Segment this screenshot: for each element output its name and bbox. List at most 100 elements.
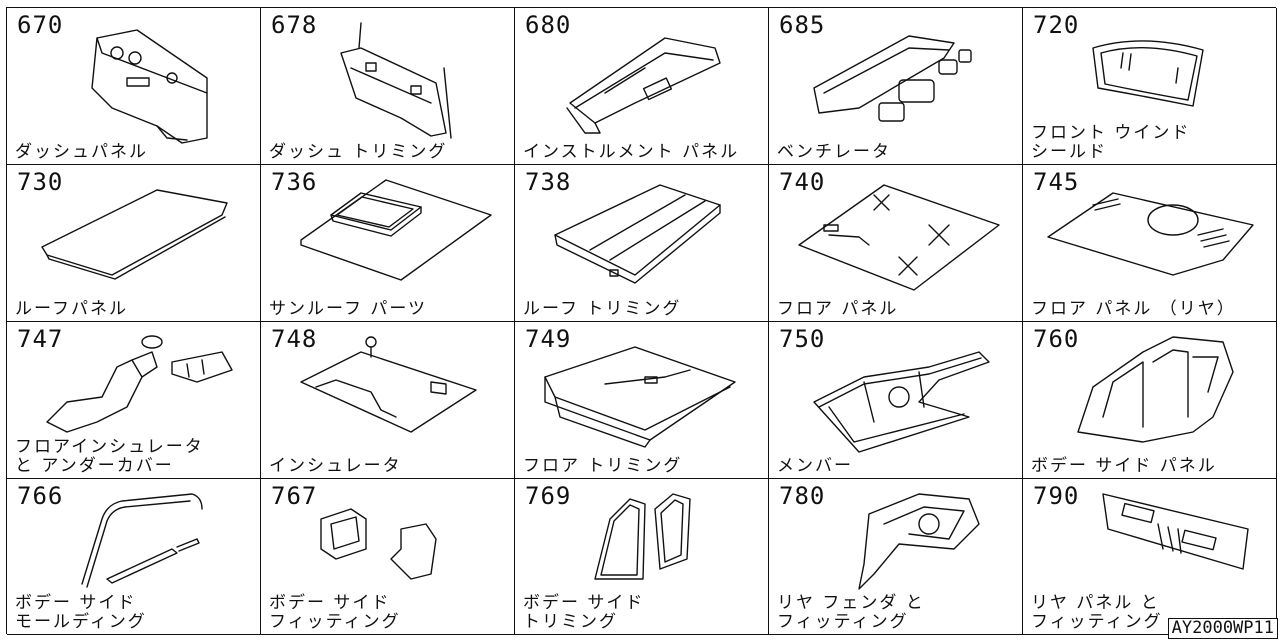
part-code: 678: [271, 11, 318, 39]
side-fitting-icon: [320, 508, 437, 580]
member-frame-icon: [813, 351, 990, 453]
part-name-line: フィッティング: [1031, 612, 1163, 632]
part-cell-680[interactable]: 680 インストルメント パネル: [515, 8, 769, 165]
windshield-icon: [1092, 40, 1204, 107]
part-cell-738[interactable]: 738 ルーフ トリミング: [515, 165, 769, 322]
part-cell-760[interactable]: 760 ボデー サイド パネル: [1023, 322, 1277, 479]
part-name: フロント ウインドシールド: [1031, 124, 1190, 162]
part-name-line: フィッティング: [777, 612, 909, 632]
part-name: ダッシュパネル: [15, 143, 148, 162]
part-name-line: フロアインシュレータ: [15, 437, 204, 457]
insulator-icon: [300, 336, 477, 433]
part-name-line: フロア パネル （リヤ）: [1031, 299, 1236, 319]
part-name: リヤ フェンダ とフィッティング: [777, 594, 925, 632]
rear-floor-panel-icon: [1047, 192, 1254, 276]
part-code: 767: [271, 482, 318, 510]
floor-insulator-icon: [46, 335, 233, 433]
part-name-line: フィッティング: [269, 612, 401, 632]
part-code: 740: [779, 168, 826, 196]
part-name: インストルメント パネル: [523, 143, 739, 162]
part-name-line: ボデー サイド パネル: [1031, 456, 1217, 476]
part-name: ボデー サイドトリミング: [523, 594, 644, 632]
part-name-line: ダッシュ トリミング: [269, 142, 448, 162]
part-name: ルーフ トリミング: [523, 300, 681, 319]
part-name-line: ルーフ トリミング: [523, 299, 682, 319]
part-cell-767[interactable]: 767 ボデー サイドフィッティング: [261, 479, 515, 635]
side-molding-icon: [81, 493, 203, 588]
part-code: 748: [271, 325, 318, 353]
part-name: フロア パネル （リヤ）: [1031, 300, 1236, 319]
part-name: インシュレータ: [269, 457, 402, 476]
part-code: 780: [779, 482, 826, 510]
rear-panel-icon: [1102, 493, 1249, 570]
part-name: ルーフパネル: [15, 300, 128, 319]
part-name: フロア トリミング: [523, 457, 682, 476]
part-code: 680: [525, 11, 572, 39]
part-code: 760: [1033, 325, 1080, 353]
part-code: 685: [779, 11, 826, 39]
part-name-line: サンルーフ パーツ: [269, 299, 428, 319]
part-name: ボデー サイドモールディング: [15, 594, 147, 632]
part-name: フロア パネル: [777, 300, 898, 319]
part-code: 720: [1033, 11, 1080, 39]
part-name: ダッシュ トリミング: [269, 143, 447, 162]
part-code: 766: [17, 482, 64, 510]
part-code: 670: [17, 11, 64, 39]
rear-fender-icon: [858, 493, 980, 590]
part-name-line: モールディング: [15, 612, 147, 632]
part-name: メンバー: [777, 457, 853, 476]
part-name-line: フロア トリミング: [523, 456, 683, 476]
part-name: リヤ パネル とフィッティング: [1031, 594, 1163, 632]
part-name: サンルーフ パーツ: [269, 300, 427, 319]
dash-trimming-icon: [340, 22, 452, 139]
floor-panel-icon: [798, 184, 1000, 291]
part-code: 738: [525, 168, 572, 196]
sunroof-icon: [300, 179, 492, 281]
part-name-line: シールド: [1031, 142, 1107, 162]
part-name: フロアインシュレータと アンダーカバー: [15, 438, 204, 476]
part-name-line: メンバー: [777, 456, 853, 476]
part-cell-736[interactable]: 736 サンルーフ パーツ: [261, 165, 515, 322]
part-code: 730: [17, 168, 64, 196]
part-cell-748[interactable]: 748 インシュレータ: [261, 322, 515, 479]
part-name-line: ベンチレータ: [777, 142, 891, 162]
part-code: 750: [779, 325, 826, 353]
part-name-line: ルーフパネル: [15, 299, 128, 319]
part-cell-678[interactable]: 678 ダッシュ トリミング: [261, 8, 515, 165]
part-name-line: リヤ パネル と: [1031, 593, 1160, 613]
part-name-line: と アンダーカバー: [15, 456, 174, 476]
part-code: 745: [1033, 168, 1080, 196]
roof-panel-icon: [41, 189, 228, 280]
body-side-panel-icon: [1077, 336, 1234, 443]
part-cell-730[interactable]: 730 ルーフパネル: [7, 165, 261, 322]
part-name: ボデー サイド パネル: [1031, 457, 1217, 476]
part-name-line: インシュレータ: [269, 456, 402, 476]
part-cell-750[interactable]: 750 メンバー: [769, 322, 1023, 479]
part-name: ボデー サイドフィッティング: [269, 594, 401, 632]
part-cell-670[interactable]: 670 ダッシュパネル: [7, 8, 261, 165]
instrument-panel-icon: [566, 37, 721, 134]
floor-trim-icon: [544, 346, 736, 448]
part-name-line: ボデー サイド: [15, 593, 137, 613]
part-cell-685[interactable]: 685 ベンチレータ: [769, 8, 1023, 165]
part-name-line: ボデー サイド: [523, 593, 645, 613]
part-name-line: トリミング: [523, 612, 618, 632]
part-code: 749: [525, 325, 572, 353]
part-code: 736: [271, 168, 318, 196]
part-name-line: ボデー サイド: [269, 593, 391, 613]
part-cell-745[interactable]: 745 フロア パネル （リヤ）: [1023, 165, 1277, 322]
part-cell-780[interactable]: 780 リヤ フェンダ とフィッティング: [769, 479, 1023, 635]
part-cell-740[interactable]: 740 フロア パネル: [769, 165, 1023, 322]
part-cell-766[interactable]: 766 ボデー サイドモールディング: [7, 479, 261, 635]
part-code: 790: [1033, 482, 1080, 510]
dash-panel-icon: [91, 29, 208, 144]
part-cell-790[interactable]: 790 リヤ パネル とフィッティング: [1023, 479, 1277, 635]
part-cell-749[interactable]: 749 フロア トリミング: [515, 322, 769, 479]
part-cell-720[interactable]: 720 フロント ウインドシールド: [1023, 8, 1277, 165]
part-name-line: フロア パネル: [777, 299, 899, 319]
part-name-line: リヤ フェンダ と: [777, 593, 925, 613]
part-name: ベンチレータ: [777, 143, 891, 162]
diagram-reference-code: AY2000WP11: [1167, 618, 1278, 639]
